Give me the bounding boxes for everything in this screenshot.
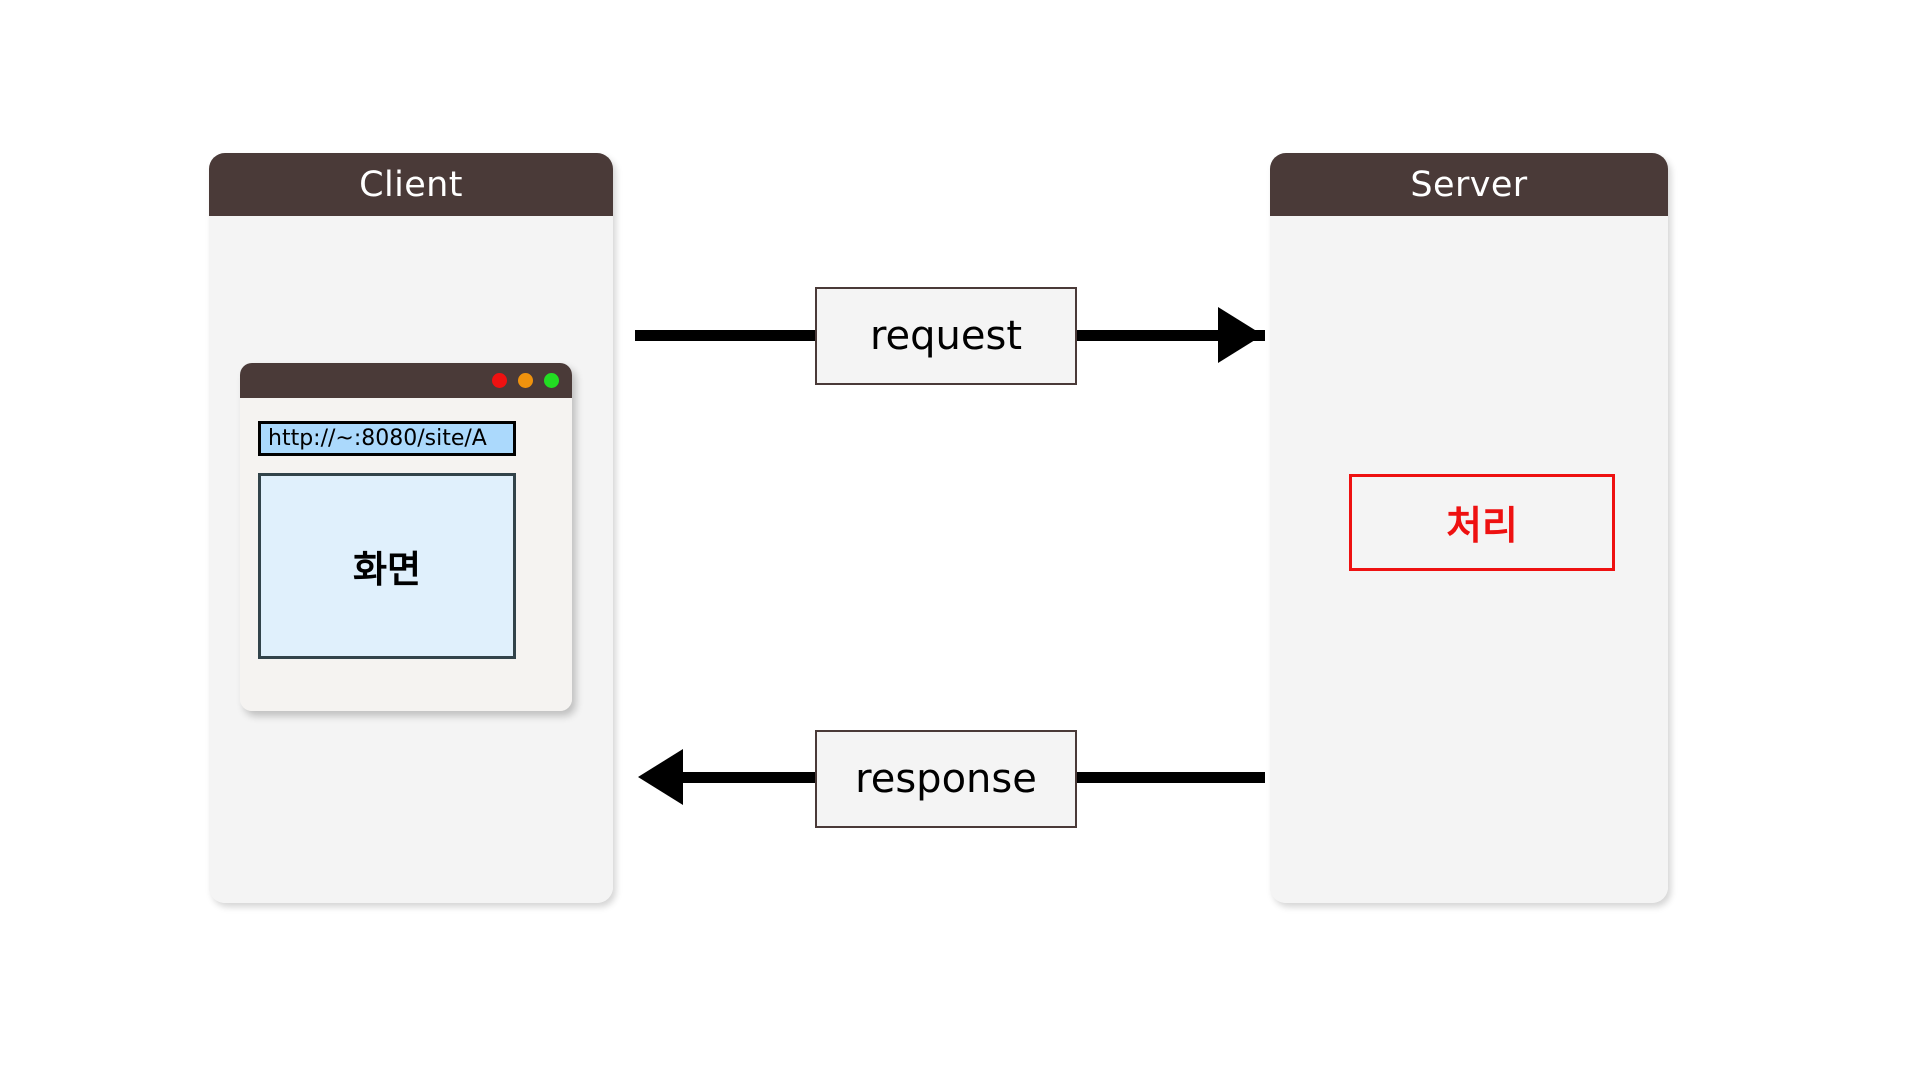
response-arrowhead-icon (638, 749, 683, 805)
server-panel-header: Server (1270, 153, 1668, 216)
rendered-screen-box: 화면 (258, 473, 516, 659)
client-panel-header: Client (209, 153, 613, 216)
server-process-label: 처리 (1446, 503, 1518, 549)
request-label-text: request (869, 313, 1023, 359)
server-process-box: 처리 (1349, 474, 1615, 571)
url-address-bar[interactable]: http://~:8080/site/A (258, 421, 516, 456)
browser-titlebar (240, 363, 572, 398)
client-panel-title: Client (359, 164, 463, 205)
response-label-text: response (855, 756, 1037, 802)
browser-window-mockup: http://~:8080/site/A 화면 (240, 363, 572, 711)
server-panel-body (1270, 216, 1668, 903)
browser-viewport: http://~:8080/site/A 화면 (240, 398, 572, 711)
server-panel-title: Server (1410, 164, 1528, 205)
maximize-dot-icon[interactable] (544, 373, 559, 388)
close-dot-icon[interactable] (492, 373, 507, 388)
response-label-box: response (815, 730, 1077, 828)
request-label-box: request (815, 287, 1077, 385)
screen-box-label: 화면 (352, 548, 422, 591)
minimize-dot-icon[interactable] (518, 373, 533, 388)
request-arrowhead-icon (1218, 307, 1263, 363)
server-lifeline-panel: Server (1270, 153, 1668, 903)
